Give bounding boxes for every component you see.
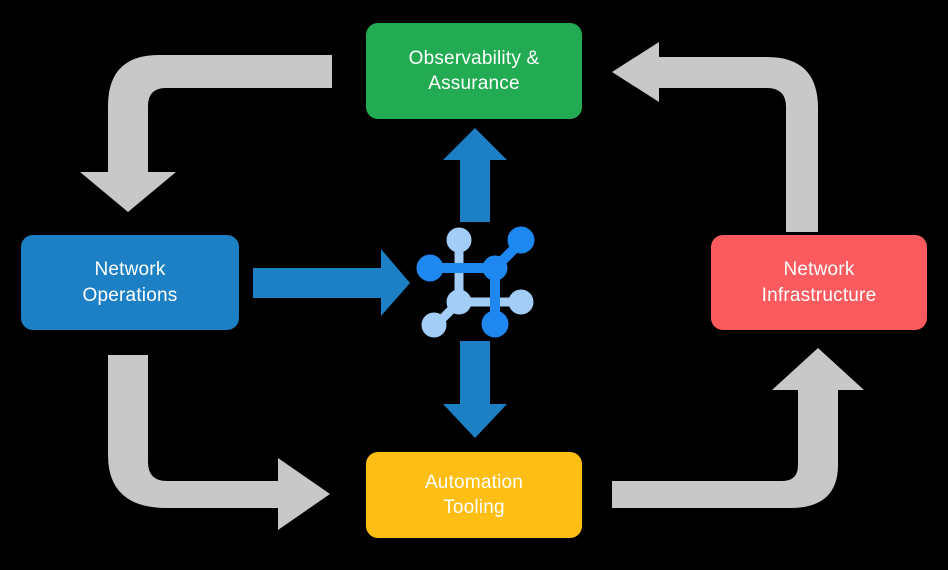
network-icon-dark-graph [416, 226, 535, 338]
arrow-center-to-automation [443, 341, 507, 438]
arrow-automation-to-infrastructure [612, 348, 864, 508]
node-automation-tooling[interactable]: Automation Tooling [366, 452, 582, 538]
node-observability-assurance[interactable]: Observability & Assurance [366, 23, 582, 119]
node-observability-label: Observability & Assurance [408, 47, 540, 94]
network-icon-light-graph [421, 227, 534, 338]
arrow-operations-to-automation [108, 355, 330, 530]
arrow-operations-to-center [253, 249, 410, 316]
node-network-operations-label: Network Operations [82, 259, 178, 306]
node-network-operations[interactable]: Network Operations [21, 235, 239, 330]
arrow-center-to-observability [443, 128, 507, 222]
node-network-infrastructure[interactable]: Network Infrastructure [711, 235, 927, 330]
arrow-infrastructure-to-observability [612, 42, 818, 232]
arrow-observability-to-operations [80, 55, 332, 212]
node-network-infrastructure-label: Network Infrastructure [761, 259, 877, 306]
node-automation-tooling-label: Automation Tooling [424, 471, 524, 518]
